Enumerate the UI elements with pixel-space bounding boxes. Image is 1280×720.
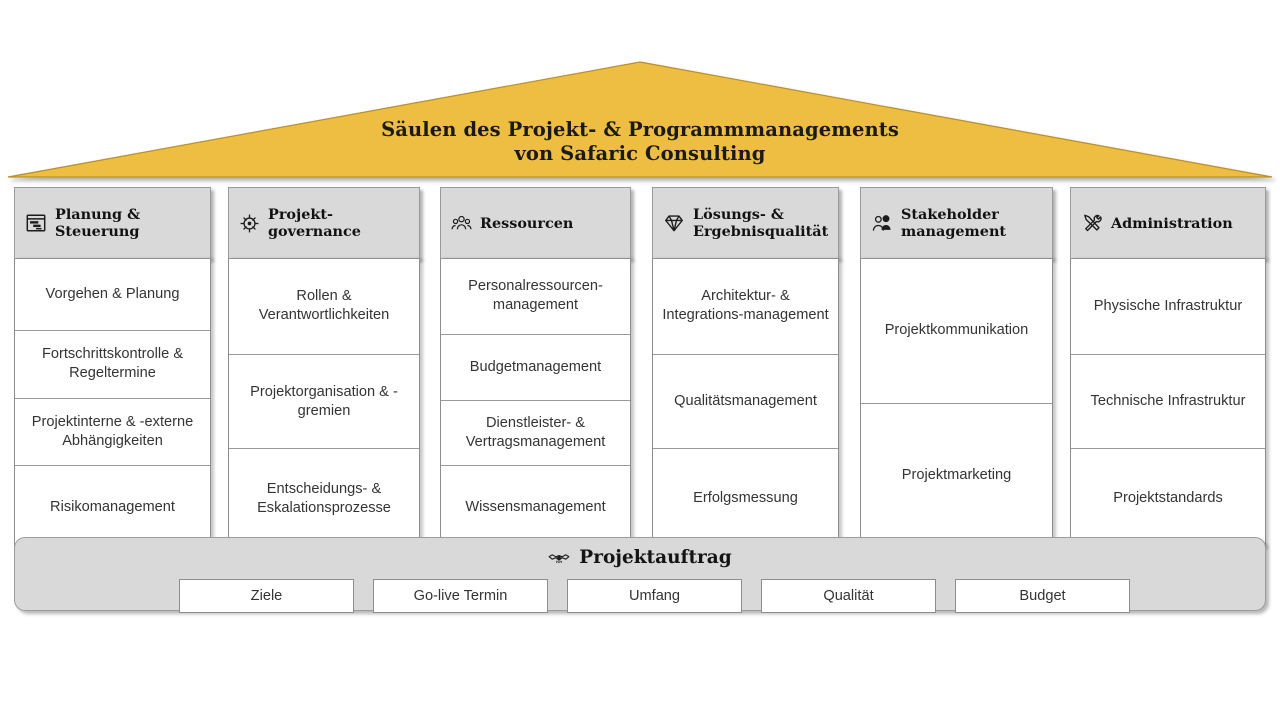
foundation-title: Projektauftrag (15, 547, 1265, 568)
pillar-body: Architektur- & Integrations-management Q… (652, 259, 839, 549)
roof-shape (7, 61, 1273, 178)
foundation-box[interactable]: Umfang (567, 579, 742, 613)
pillar-title: Stakeholder management (901, 206, 1007, 240)
gantt-chart-icon (25, 212, 47, 234)
pillar-cell[interactable]: Personalressourcen-management (441, 259, 630, 335)
people-group-icon (451, 213, 472, 234)
pillar-cell[interactable]: Projektorganisation & -gremien (229, 355, 419, 450)
foundation-box[interactable]: Ziele (179, 579, 354, 613)
pillar-loesungs-ergebnisqualitaet: Lösungs- & Ergebnisqualität Architektur-… (652, 187, 839, 549)
pillar-cell[interactable]: Entscheidungs- & Eskalationsprozesse (257, 480, 391, 516)
handshake-icon (548, 550, 570, 566)
pillar-cell[interactable]: Projektmarketing (901, 467, 1012, 484)
pillar-body: Personalressourcen-management Budgetmana… (440, 259, 631, 549)
pillar-cell[interactable]: Architektur- & Integrations-management (653, 259, 838, 355)
pillar-header[interactable]: Stakeholder management (860, 187, 1053, 259)
foundation-bar: Projektauftrag Ziele Go-live Termin Umfa… (14, 537, 1266, 613)
ship-helm-icon (239, 213, 260, 234)
pillar-cell[interactable]: Projektkommunikation (861, 259, 1052, 404)
pillar-cell[interactable]: Budgetmanagement (441, 335, 630, 401)
pillar-title: Lösungs- & Ergebnisqualität (693, 206, 829, 240)
pillar-ressourcen: Ressourcen Personalressourcen-management… (440, 187, 631, 549)
pillar-cell[interactable]: Technische Infrastruktur (1071, 355, 1265, 450)
hammer-wrench-icon (1081, 212, 1103, 234)
roof-title-line2: von Safaric Consulting (514, 142, 766, 165)
pillar-header[interactable]: Projekt-governance (228, 187, 420, 259)
pillar-cell[interactable]: Dienstleister- & Vertragsmanagement (441, 401, 630, 467)
two-persons-icon (871, 213, 893, 233)
pillar-planung-steuerung: Planung & Steuerung Vorgehen & Planung F… (14, 187, 211, 549)
pillar-body: Projektkommunikation Projektmarketing (860, 259, 1053, 549)
diamond-icon (663, 212, 685, 234)
pillar-cell[interactable]: Physische Infrastruktur (1071, 259, 1265, 355)
pillar-title: Projekt-governance (268, 206, 361, 240)
pillar-title: Planung & Steuerung (55, 206, 141, 240)
pillar-header[interactable]: Administration (1070, 187, 1266, 259)
pillar-header[interactable]: Lösungs- & Ergebnisqualität (652, 187, 839, 259)
pillar-title: Administration (1111, 214, 1233, 232)
foundation-boxes: Ziele Go-live Termin Umfang Qualität Bud… (179, 579, 1130, 613)
pillar-stakeholder-management: Stakeholder management Projektkommunikat… (860, 187, 1053, 549)
pillar-header[interactable]: Planung & Steuerung (14, 187, 211, 259)
pillar-body: Vorgehen & Planung Fortschrittskontrolle… (14, 259, 211, 549)
pillar-projektgovernance: Projekt-governance Rollen & Verantwortli… (228, 187, 420, 549)
roof-title-line1: Säulen des Projekt- & Programmmanagement… (381, 118, 899, 141)
roof: Säulen des Projekt- & Programmmanagement… (0, 0, 1280, 200)
foundation-title-label: Projektauftrag (579, 547, 732, 568)
pillar-body: Rollen & Verantwortlichkeiten Projektorg… (228, 259, 420, 549)
pillar-cell[interactable]: Vorgehen & Planung (15, 259, 210, 331)
pillar-cell[interactable]: Projektstandards (1113, 490, 1223, 507)
pillar-cell[interactable]: Qualitätsmanagement (653, 355, 838, 450)
pillar-cell[interactable]: Risikomanagement (50, 498, 175, 515)
pillar-cell[interactable]: Erfolgsmessung (693, 490, 798, 507)
roof-title: Säulen des Projekt- & Programmmanagement… (0, 118, 1280, 166)
pillar-title: Ressourcen (480, 214, 574, 232)
pillar-administration: Administration Physische Infrastruktur T… (1070, 187, 1266, 549)
pillar-cell[interactable]: Fortschrittskontrolle & Regeltermine (15, 331, 210, 399)
pillar-cell[interactable]: Wissensmanagement (465, 498, 606, 515)
pillar-header[interactable]: Ressourcen (440, 187, 631, 259)
foundation-box[interactable]: Qualität (761, 579, 936, 613)
foundation-box[interactable]: Budget (955, 579, 1130, 613)
foundation-box[interactable]: Go-live Termin (373, 579, 548, 613)
pillar-cell[interactable]: Projektinterne & -externe Abhängigkeiten (15, 399, 210, 467)
pillar-cell[interactable]: Rollen & Verantwortlichkeiten (229, 259, 419, 355)
pillar-body: Physische Infrastruktur Technische Infra… (1070, 259, 1266, 549)
